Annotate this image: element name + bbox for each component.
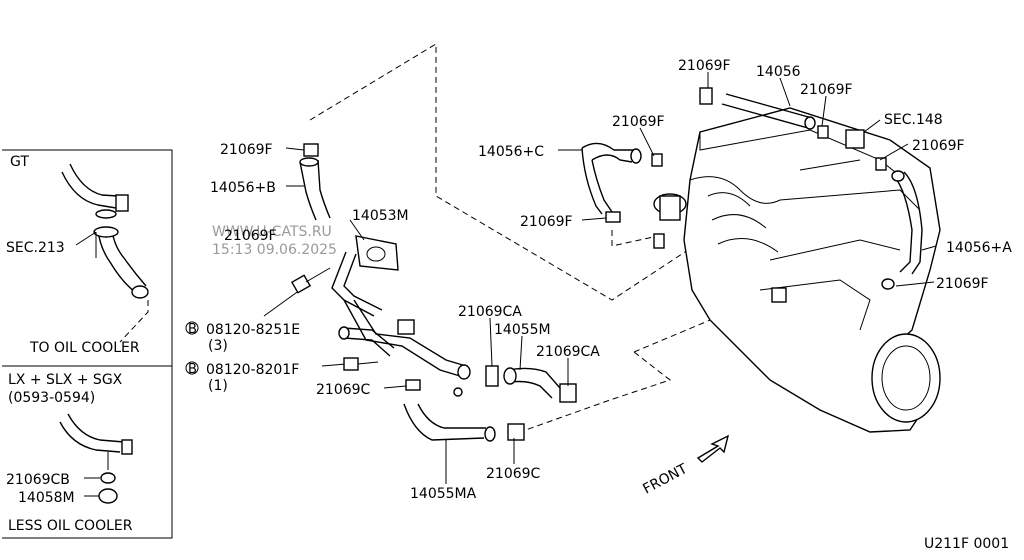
label-clamp-c-bottom: 21069C (486, 466, 541, 482)
leader-lines (285, 72, 937, 484)
label-hose-c: 14056+C (478, 144, 544, 160)
watermark: WWW.U-CATS.RU 15:13 09.06.2025 (212, 224, 337, 258)
inset-bottom-date: (0593-0594) (8, 390, 95, 406)
upper-hoses (581, 87, 923, 303)
engine-block (653, 107, 941, 433)
inset-top-note: TO OIL COOLER (29, 340, 140, 356)
label-bolt1-qty: (3) (208, 338, 228, 354)
inset-top-section: SEC.213 (6, 240, 65, 256)
label-clamp-f-left: 21069F (220, 142, 273, 158)
label-hose-55ma: 14055MA (410, 486, 477, 502)
diagram-code: U211F 0001 (924, 536, 1009, 552)
label-clamp-f-lower-right: 21069F (936, 276, 989, 292)
inset-bottom-variant: LX + SLX + SGX (8, 372, 123, 388)
label-pipe: 14053M (352, 208, 409, 224)
label-hose-main: 14056 (756, 64, 801, 80)
label-hose-b: 14056+B (210, 180, 276, 196)
label-clamp-f-mid: 21069F (612, 114, 665, 130)
bolts (263, 267, 379, 371)
inset-top-drawing (61, 163, 149, 343)
bolt1-symbol-circle (185, 321, 199, 335)
inset-panel (2, 149, 173, 539)
label-clamp-ca-2: 21069CA (536, 344, 600, 360)
label-clamp-f-right: 21069F (912, 138, 965, 154)
label-clamp-f-top-right: 21069F (800, 82, 853, 98)
label-clamp-c-left: 21069C (316, 382, 371, 398)
label-clamp-f-wm: 21069F (224, 228, 277, 244)
label-sec-148: SEC.148 (884, 112, 943, 128)
label-clamp-f-center: 21069F (520, 214, 573, 230)
inset-bottom-part-1: 21069CB (6, 472, 70, 488)
label-hose-a: 14056+A (946, 240, 1012, 256)
label-clamp-ca-1: 21069CA (458, 304, 522, 320)
watermark-timestamp: 15:13 09.06.2025 (212, 242, 337, 258)
inset-bottom-drawing (59, 413, 133, 504)
bolt2-symbol-circle (185, 361, 199, 375)
label-front: FRONT (640, 461, 690, 498)
bolt2-symbol: B (188, 362, 197, 377)
label-hose-55m: 14055M (494, 322, 551, 338)
label-bolt2-no: 08120-8201F (206, 362, 299, 378)
water-pipe (331, 235, 471, 397)
inset-top-variant: GT (10, 154, 29, 170)
label-clamp-f-top: 21069F (678, 58, 731, 74)
lower-hoses (403, 365, 577, 442)
watermark-site: WWW.U-CATS.RU (212, 224, 332, 240)
inset-bottom-part-2: 14058M (18, 490, 75, 506)
label-bolt2-qty: (1) (208, 378, 228, 394)
inset-bottom-note: LESS OIL COOLER (8, 518, 133, 534)
label-bolt1-no: 08120-8251E (206, 322, 300, 338)
bolt1-symbol: B (188, 322, 197, 337)
front-arrow (696, 434, 730, 463)
hose-b-group (299, 143, 331, 221)
